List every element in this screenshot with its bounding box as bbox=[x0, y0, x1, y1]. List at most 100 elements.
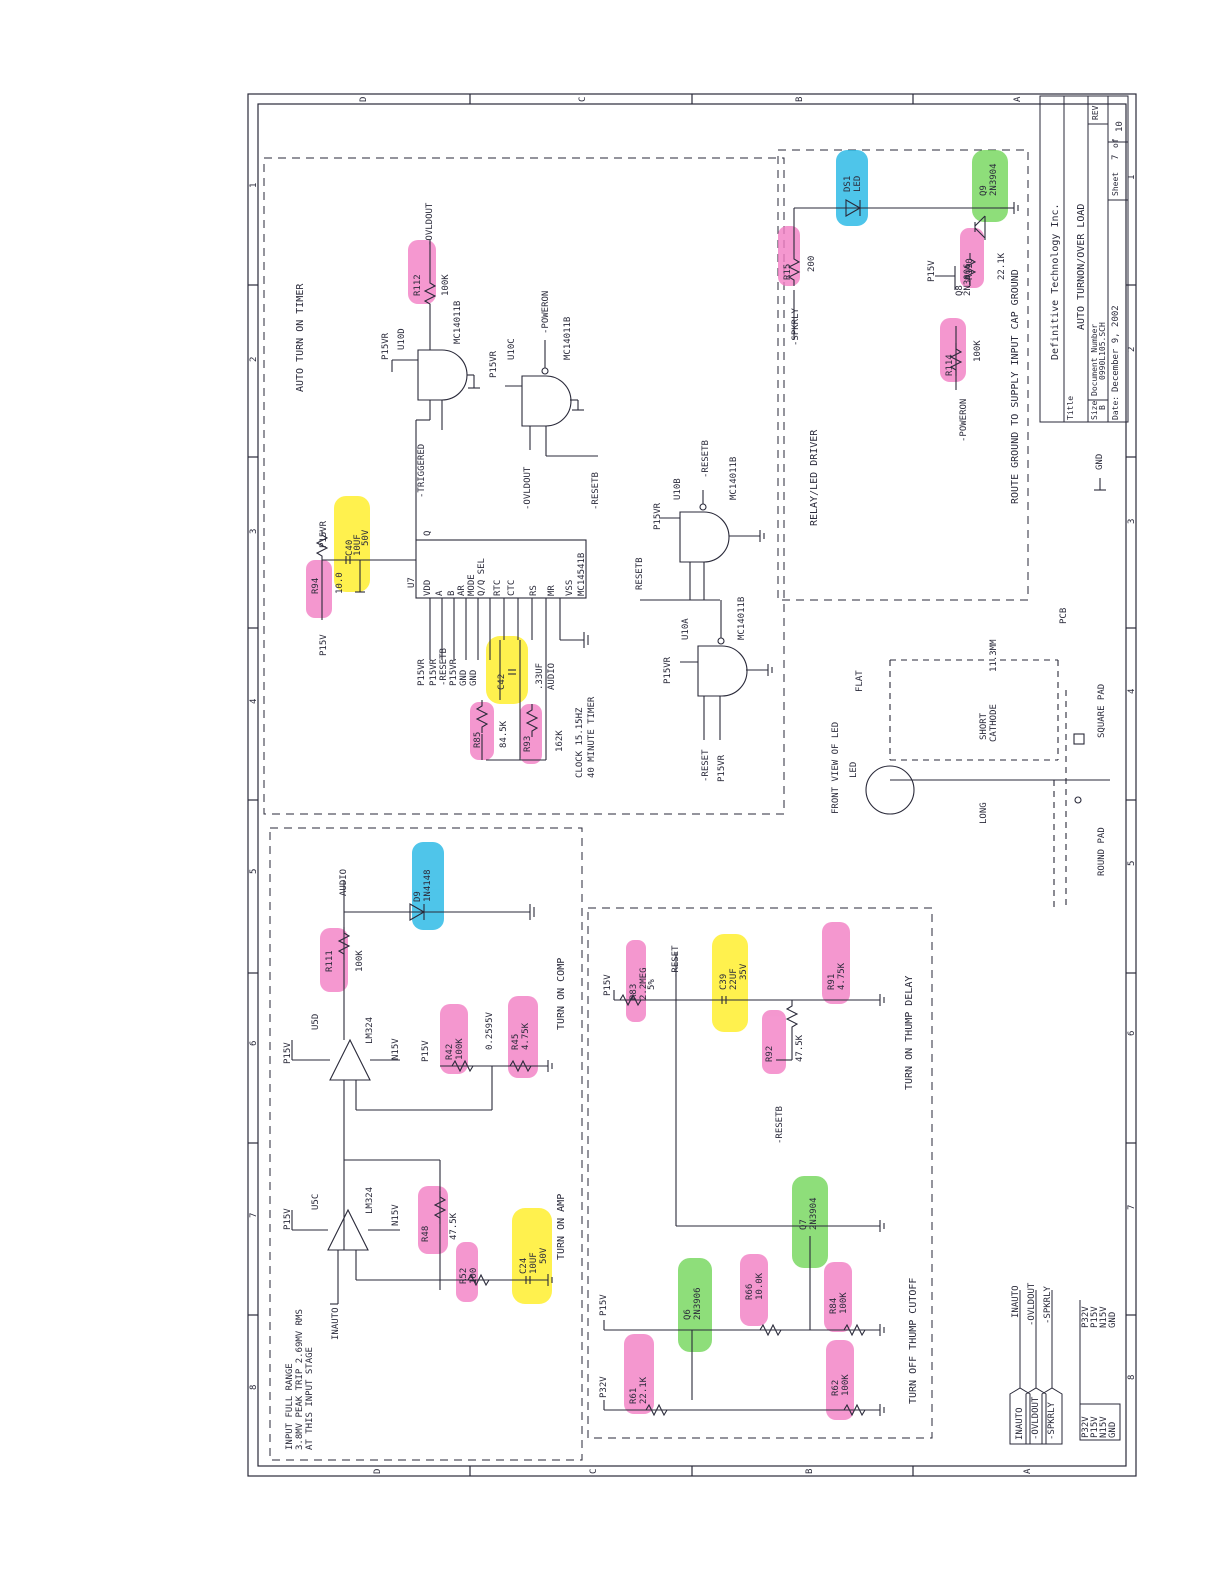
section-boxes bbox=[263, 149, 1029, 1461]
hl-r93 bbox=[520, 704, 542, 764]
net-ovldout-2: -OVLDOUT bbox=[523, 466, 533, 510]
u7-net-1: P15VR bbox=[429, 658, 439, 686]
hl-r42 bbox=[440, 1004, 468, 1074]
hl-r94 bbox=[306, 560, 332, 618]
port-inauto-box: INAUTO bbox=[1015, 1407, 1025, 1440]
hl-r83 bbox=[626, 940, 646, 1022]
r66-value: 10.0K bbox=[755, 1272, 765, 1300]
q7-ref: Q7 bbox=[799, 1219, 809, 1230]
r94-value: 10.0 bbox=[335, 572, 345, 594]
u5c-part: LM324 bbox=[365, 1187, 375, 1214]
port-list: INAUTO -OVLDOUT -SPKRLY INAUTO -OVLDOUT … bbox=[1009, 1282, 1121, 1445]
net-p15vr-5: P15VR bbox=[663, 656, 673, 684]
u5d-ref: U5D bbox=[311, 1014, 321, 1030]
col-left-6: 6 bbox=[249, 1041, 259, 1046]
u10b-ref: U10B bbox=[673, 478, 683, 500]
c42-value: .33UF bbox=[535, 663, 545, 690]
hl-r85 bbox=[470, 702, 494, 760]
pwr-list-2: N15V bbox=[1099, 1306, 1109, 1328]
hl-c42 bbox=[486, 636, 528, 704]
d9-ref: D9 bbox=[413, 891, 423, 902]
ds1-value: LED bbox=[853, 176, 863, 192]
hl-r45 bbox=[508, 996, 538, 1078]
net-n15v-2: N15V bbox=[391, 1204, 401, 1226]
tb-sheet-label: Sheet bbox=[1111, 172, 1120, 196]
r92-value: 47.5K bbox=[795, 1034, 805, 1062]
r85-value: 84.5K bbox=[499, 720, 509, 748]
hl-r15 bbox=[778, 226, 800, 286]
zone-labels: D C B A D C B A 1 2 3 4 5 6 7 8 1 2 3 4 … bbox=[249, 96, 1137, 1474]
r45-value: 4.75K bbox=[521, 1022, 531, 1050]
hl-q9 bbox=[972, 150, 1008, 222]
net-p15v-5: P15V bbox=[283, 1208, 293, 1230]
u7-ar: AR bbox=[457, 585, 467, 596]
u10a-ref: U10A bbox=[681, 618, 691, 640]
r62-ref: R62 bbox=[831, 1380, 841, 1396]
zone-bottom-b: B bbox=[805, 1469, 815, 1474]
r110-value: 22.1K bbox=[997, 252, 1007, 280]
net-reset-2: -RESET bbox=[671, 945, 681, 978]
col-left-3: 3 bbox=[249, 529, 259, 534]
u7-ref: U7 bbox=[407, 577, 417, 588]
r93-value: 162K bbox=[555, 730, 565, 752]
tb-of-label: of bbox=[1111, 138, 1120, 148]
col-left-8: 8 bbox=[249, 1385, 259, 1390]
c39-ref: C39 bbox=[719, 974, 729, 990]
pwr-box-2: N15V bbox=[1099, 1416, 1109, 1438]
col-left-2: 2 bbox=[249, 357, 259, 362]
u7-net-5: GND bbox=[469, 670, 479, 686]
r45-ref: R45 bbox=[511, 1034, 521, 1050]
hl-ds1 bbox=[836, 150, 868, 226]
col-right-4: 4 bbox=[1127, 689, 1137, 694]
net-resetb-4: -RESETB bbox=[775, 1106, 785, 1144]
u7-b: B bbox=[447, 591, 457, 596]
note-clock-1: 40 MINUTE TIMER bbox=[587, 696, 597, 778]
net-p15v-1: P15V bbox=[319, 634, 329, 656]
note-input-2: AT THIS INPUT STAGE bbox=[305, 1347, 315, 1450]
u10a-part: MC14011B bbox=[737, 597, 747, 640]
r114-ref: R114 bbox=[945, 354, 955, 376]
note-route-ground: ROUTE GROUND TO SUPPLY INPUT CAP GROUND bbox=[1010, 269, 1021, 504]
net-p32v-1: P32V bbox=[599, 1376, 609, 1398]
col-left-5: 5 bbox=[249, 869, 259, 874]
title-turn-off-thump-cutoff: TURN OFF THUMP CUTOFF bbox=[908, 1278, 919, 1404]
col-right-1: 1 bbox=[1127, 175, 1137, 180]
col-right-5: 5 bbox=[1127, 861, 1137, 866]
pwr-list-1: P15V bbox=[1090, 1306, 1100, 1328]
r52-ref: R52 bbox=[459, 1268, 469, 1284]
net-p15vr-1: P15VR bbox=[319, 520, 329, 548]
u10b-part: MC14011B bbox=[729, 457, 739, 500]
led-square-pad: SQUARE PAD bbox=[1097, 684, 1107, 738]
u7-audio: AUDIO bbox=[547, 663, 557, 690]
tb-size: B bbox=[1098, 405, 1107, 410]
zone-top-b: B bbox=[795, 97, 805, 102]
pwr-box-1: P15V bbox=[1090, 1416, 1100, 1438]
hl-c24 bbox=[512, 1208, 552, 1304]
c40-value: 10UF bbox=[353, 534, 363, 556]
net-p15v-3: P15V bbox=[283, 1042, 293, 1064]
net-triggered: -TRIGGERED bbox=[417, 444, 427, 498]
q7-value: 2N3904 bbox=[809, 1197, 819, 1230]
u7-mode: MODE bbox=[467, 574, 477, 596]
r91-value: 4.75K bbox=[837, 962, 847, 990]
gnd-label: GND bbox=[1095, 454, 1105, 470]
u10d-ref: U10D bbox=[397, 328, 407, 350]
r91-ref: R91 bbox=[827, 974, 837, 990]
hl-q6 bbox=[678, 1258, 712, 1352]
led-flat: FLAT bbox=[855, 670, 865, 692]
r42-value: 100K bbox=[455, 1038, 465, 1060]
led-dim: 11.3MM bbox=[989, 639, 999, 672]
u10d-part: MC14011B bbox=[453, 301, 463, 344]
hl-r111 bbox=[320, 928, 348, 992]
u7-pin-q: Q bbox=[423, 531, 433, 536]
component-labels: R94 10.0 C40 10UF 50V P15VR P15V R112 10… bbox=[283, 163, 1107, 1450]
r42-ref: R42 bbox=[445, 1044, 455, 1060]
c24-value: 10UF bbox=[529, 1252, 539, 1274]
r84-ref: R84 bbox=[829, 1298, 839, 1314]
c39-value: 22UF bbox=[729, 968, 739, 990]
zone-bottom-d: D bbox=[373, 1469, 383, 1474]
u5d-part: LM324 bbox=[365, 1017, 375, 1044]
r48-ref: R48 bbox=[421, 1226, 431, 1242]
col-right-3: 3 bbox=[1127, 519, 1137, 524]
